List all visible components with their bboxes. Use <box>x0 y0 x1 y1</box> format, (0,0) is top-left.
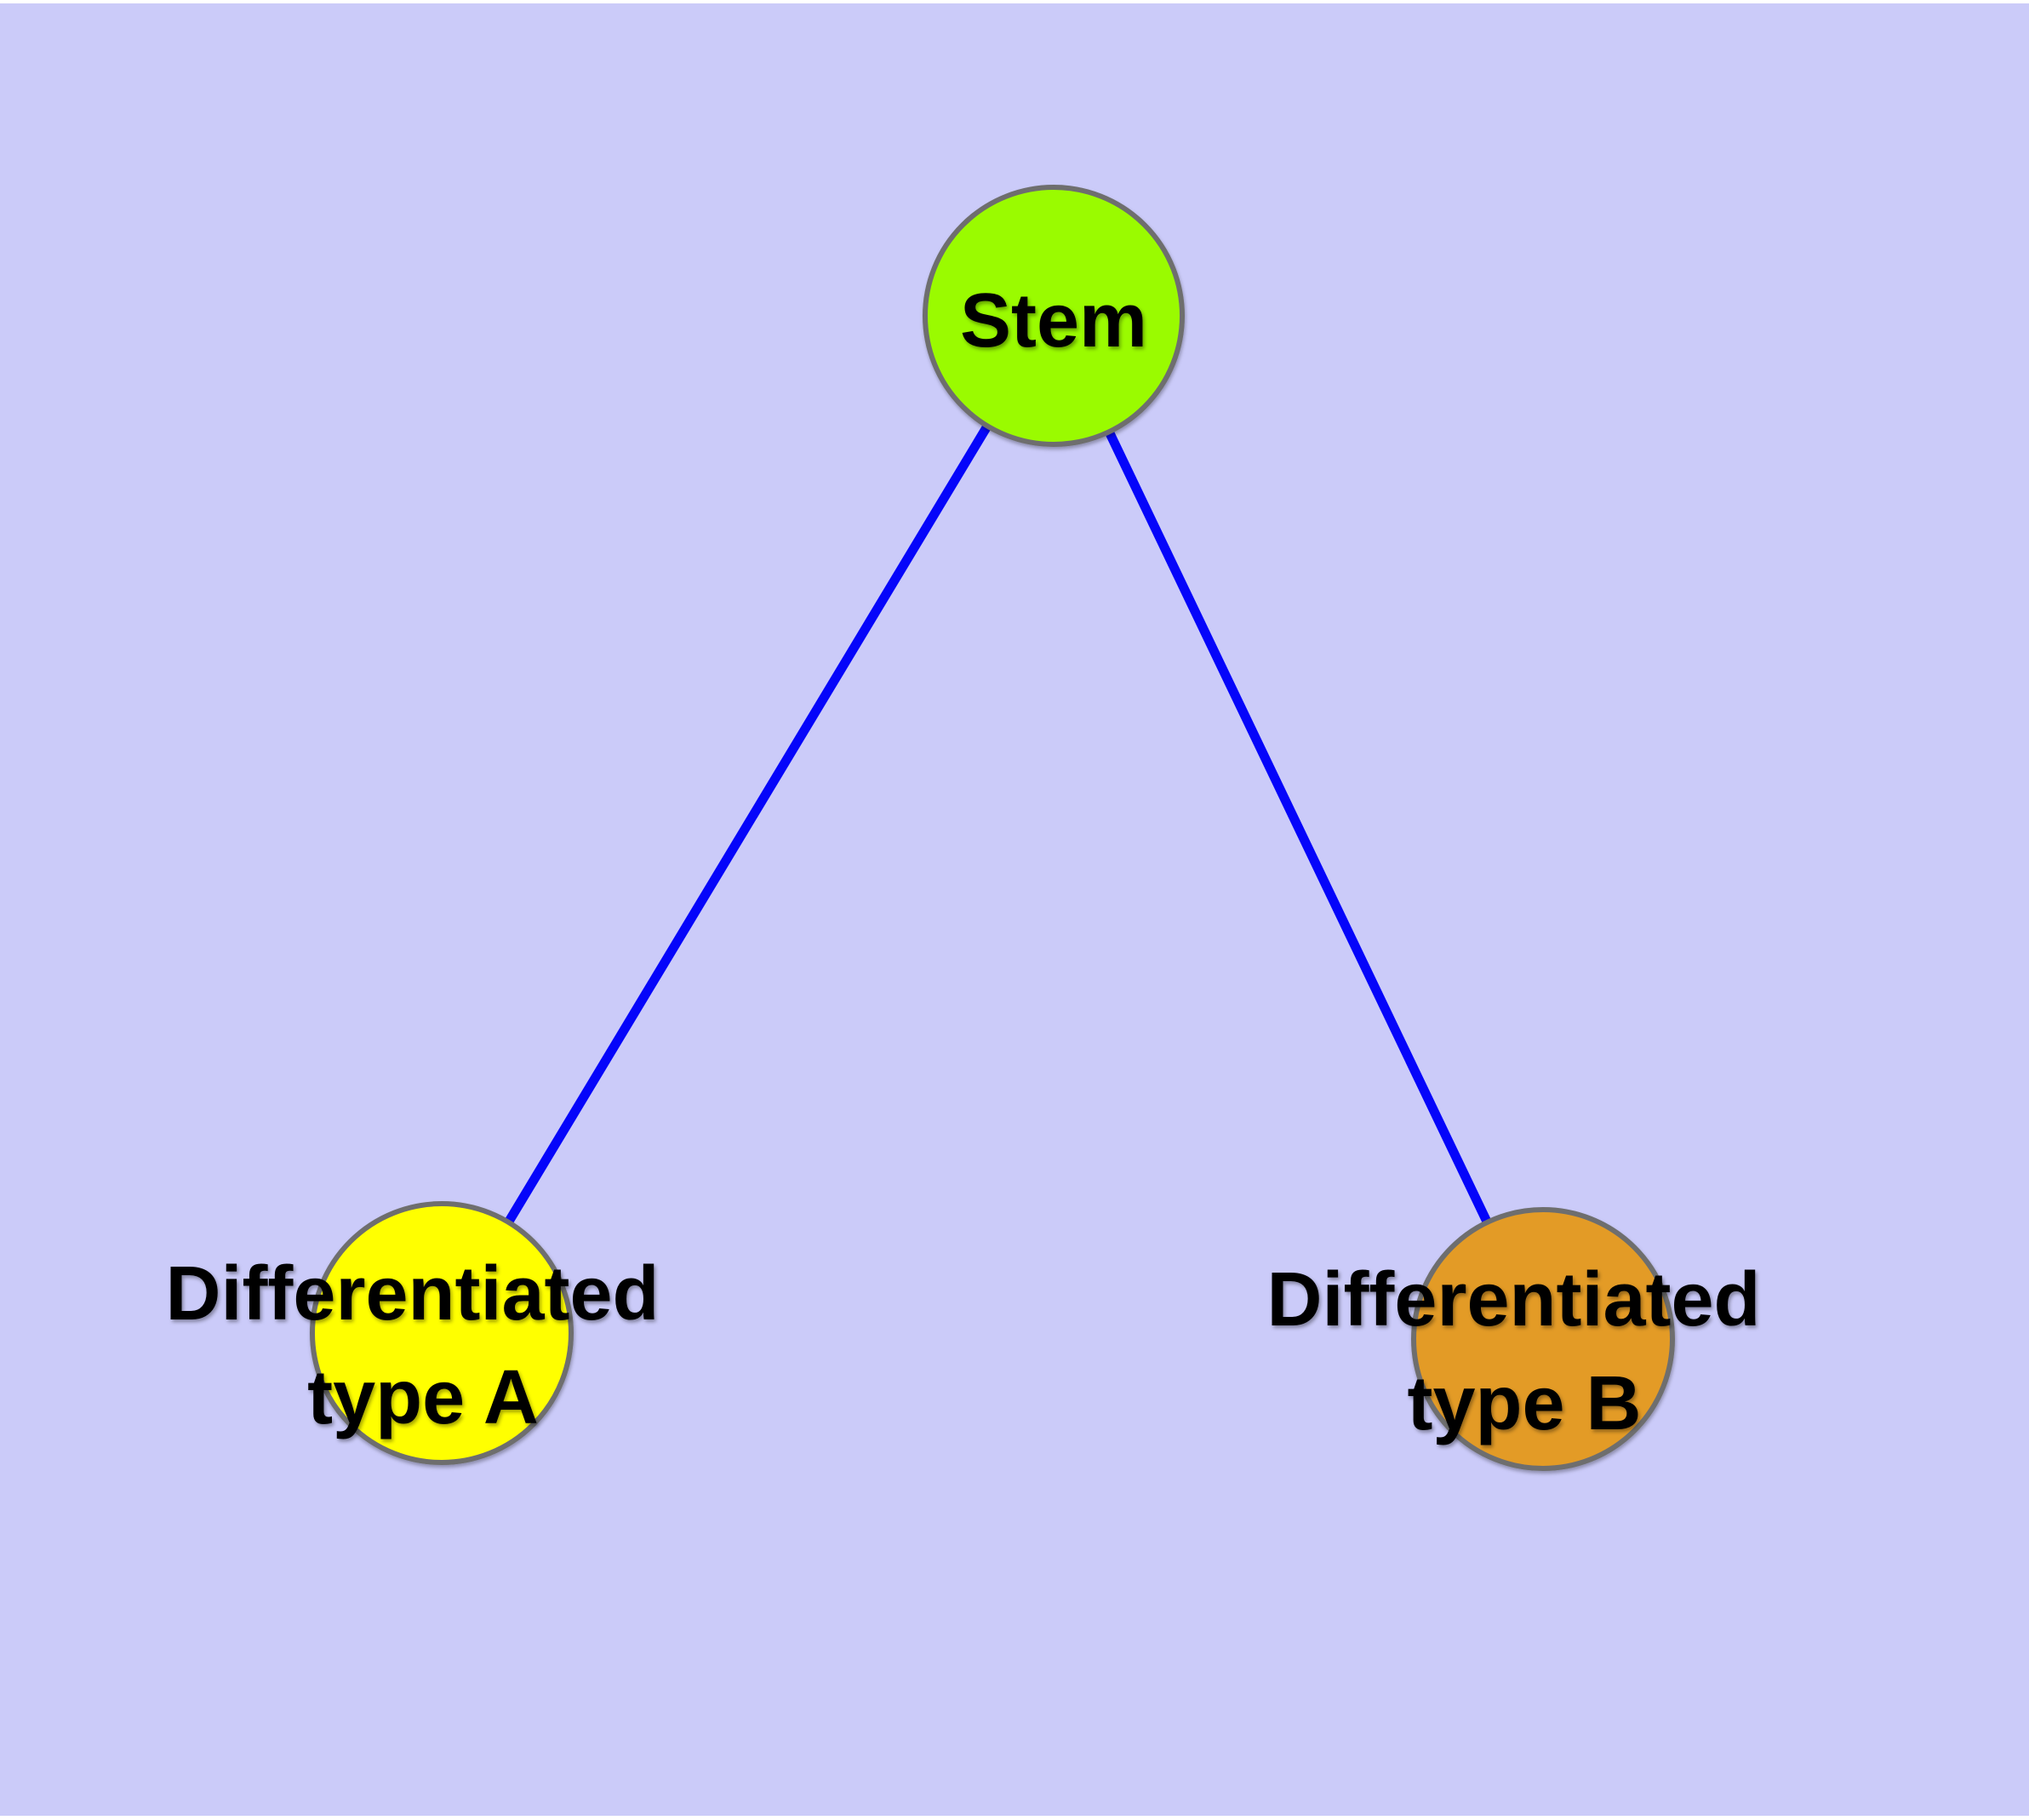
type-b-label-line-1: Differentiated <box>1266 1257 1760 1342</box>
edge-layer <box>437 313 1547 1342</box>
node-stem-label: Stem <box>960 278 1147 363</box>
type-a-label-line-2: type A <box>307 1355 539 1440</box>
edge-stem-to-type-a <box>437 313 1058 1336</box>
node-differentiated-type-a-label: Differentiated type A <box>165 1251 680 1440</box>
node-differentiated-type-b-label: Differentiated type B <box>1266 1257 1781 1446</box>
type-b-label-line-2: type B <box>1407 1361 1641 1446</box>
node-differentiated-type-a-circle[interactable] <box>310 1201 574 1465</box>
node-differentiated-type-b-circle[interactable] <box>1411 1207 1675 1471</box>
node-layer <box>310 185 1675 1471</box>
type-a-label-line-1: Differentiated <box>165 1251 659 1336</box>
label-layer: Stem Differentiated type A Differentiate… <box>165 278 1781 1446</box>
node-stem-circle[interactable] <box>923 185 1185 447</box>
edge-stem-to-type-b <box>1049 313 1547 1342</box>
